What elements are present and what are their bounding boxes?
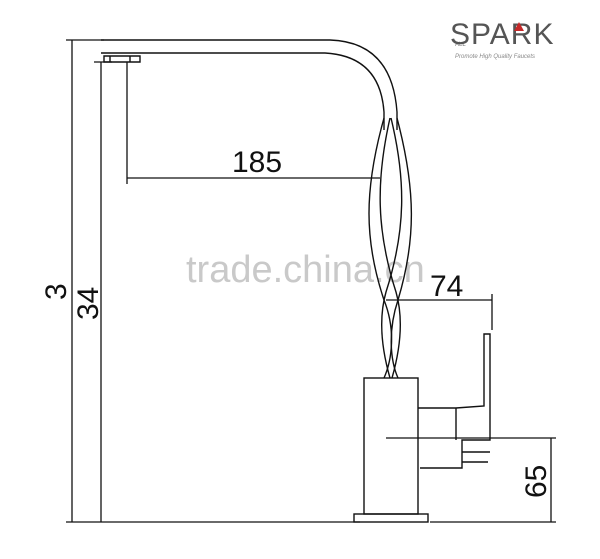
dimension-handle-width: 74 [430, 270, 463, 303]
left-dimension-lines [66, 39, 360, 523]
outlet-height-dimension [386, 437, 556, 523]
spout-reach-dimension [126, 62, 380, 184]
handle-width-dimension [386, 294, 493, 330]
dimension-spout-reach: 185 [232, 146, 282, 179]
faucet-spout [101, 39, 413, 379]
faucet-body [353, 333, 491, 523]
watermark: trade.china.cn [186, 249, 425, 291]
brand-triangle-icon [514, 22, 524, 31]
brand-tagline: Promote High Quality Faucets [455, 54, 535, 60]
dimension-overall-height: 3 [40, 283, 73, 300]
dimension-body-height: 34 [72, 287, 105, 320]
brand-prefix: ALL [455, 42, 466, 48]
brand-logo: ALL SPARK Promote High Quality Faucets [450, 18, 554, 60]
brand-name: SPARK [450, 18, 554, 51]
dimension-outlet-height: 65 [520, 465, 553, 498]
